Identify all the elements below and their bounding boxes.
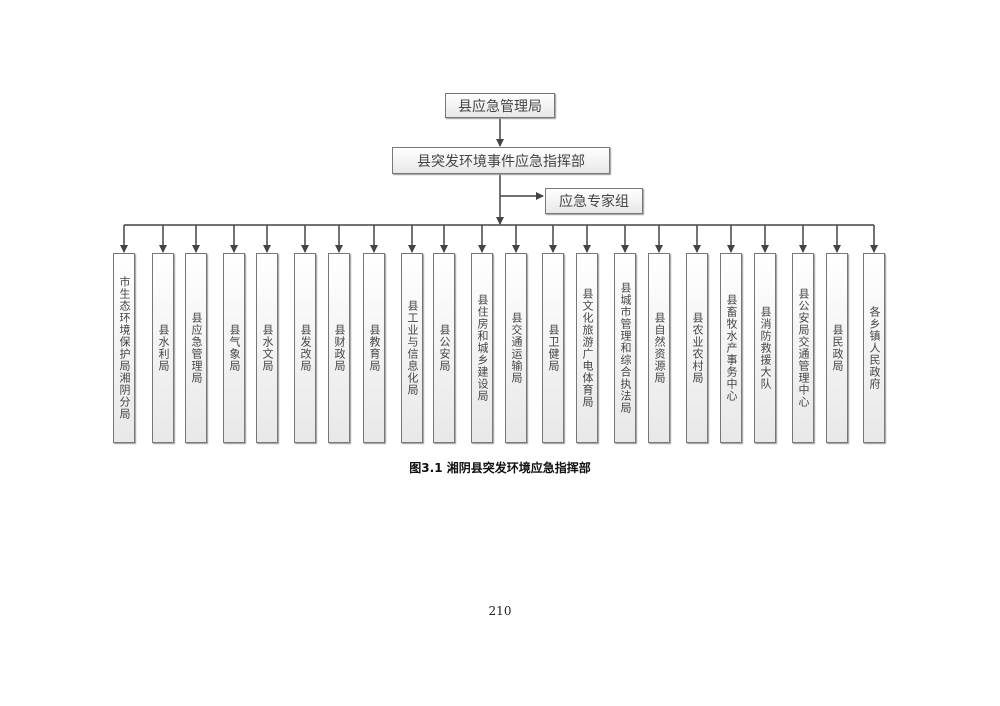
member-node: 县发改局 [294,253,316,443]
member-node: 县工业与信息化局 [401,253,423,443]
member-node: 县公安局 [433,253,455,443]
member-node: 县公安局交通管理中心 [792,253,814,443]
member-node: 县财政局 [328,253,350,443]
member-node: 县教育局 [363,253,385,443]
member-node: 县卫健局 [542,253,564,443]
member-node: 县气象局 [223,253,245,443]
member-node: 各乡镇人民政府 [863,253,885,443]
member-node: 县自然资源局 [648,253,670,443]
member-node: 县应急管理局 [185,253,207,443]
root-node: 县应急管理局 [445,93,555,118]
member-node: 县畜牧水产事务中心 [720,253,742,443]
member-node: 市生态环境保护局湘阴分局 [113,253,135,443]
member-node: 县农业农村局 [686,253,708,443]
member-node: 县交通运输局 [505,253,527,443]
figure-caption: 图3.1 湘阴县突发环境应急指挥部 [409,461,591,475]
member-node: 县水利局 [152,253,174,443]
member-node: 县文化旅游广电体育局 [576,253,598,443]
member-node: 县水文局 [256,253,278,443]
member-node: 县城市管理和综合执法局 [614,253,636,443]
member-node: 县消防救援大队 [754,253,776,443]
command-node: 县突发环境事件应急指挥部 [392,147,610,174]
expert-group-node: 应急专家组 [545,188,643,214]
page-number: 210 [488,604,512,618]
member-node: 县民政局 [826,253,848,443]
member-node: 县住房和城乡建设局 [471,253,493,443]
